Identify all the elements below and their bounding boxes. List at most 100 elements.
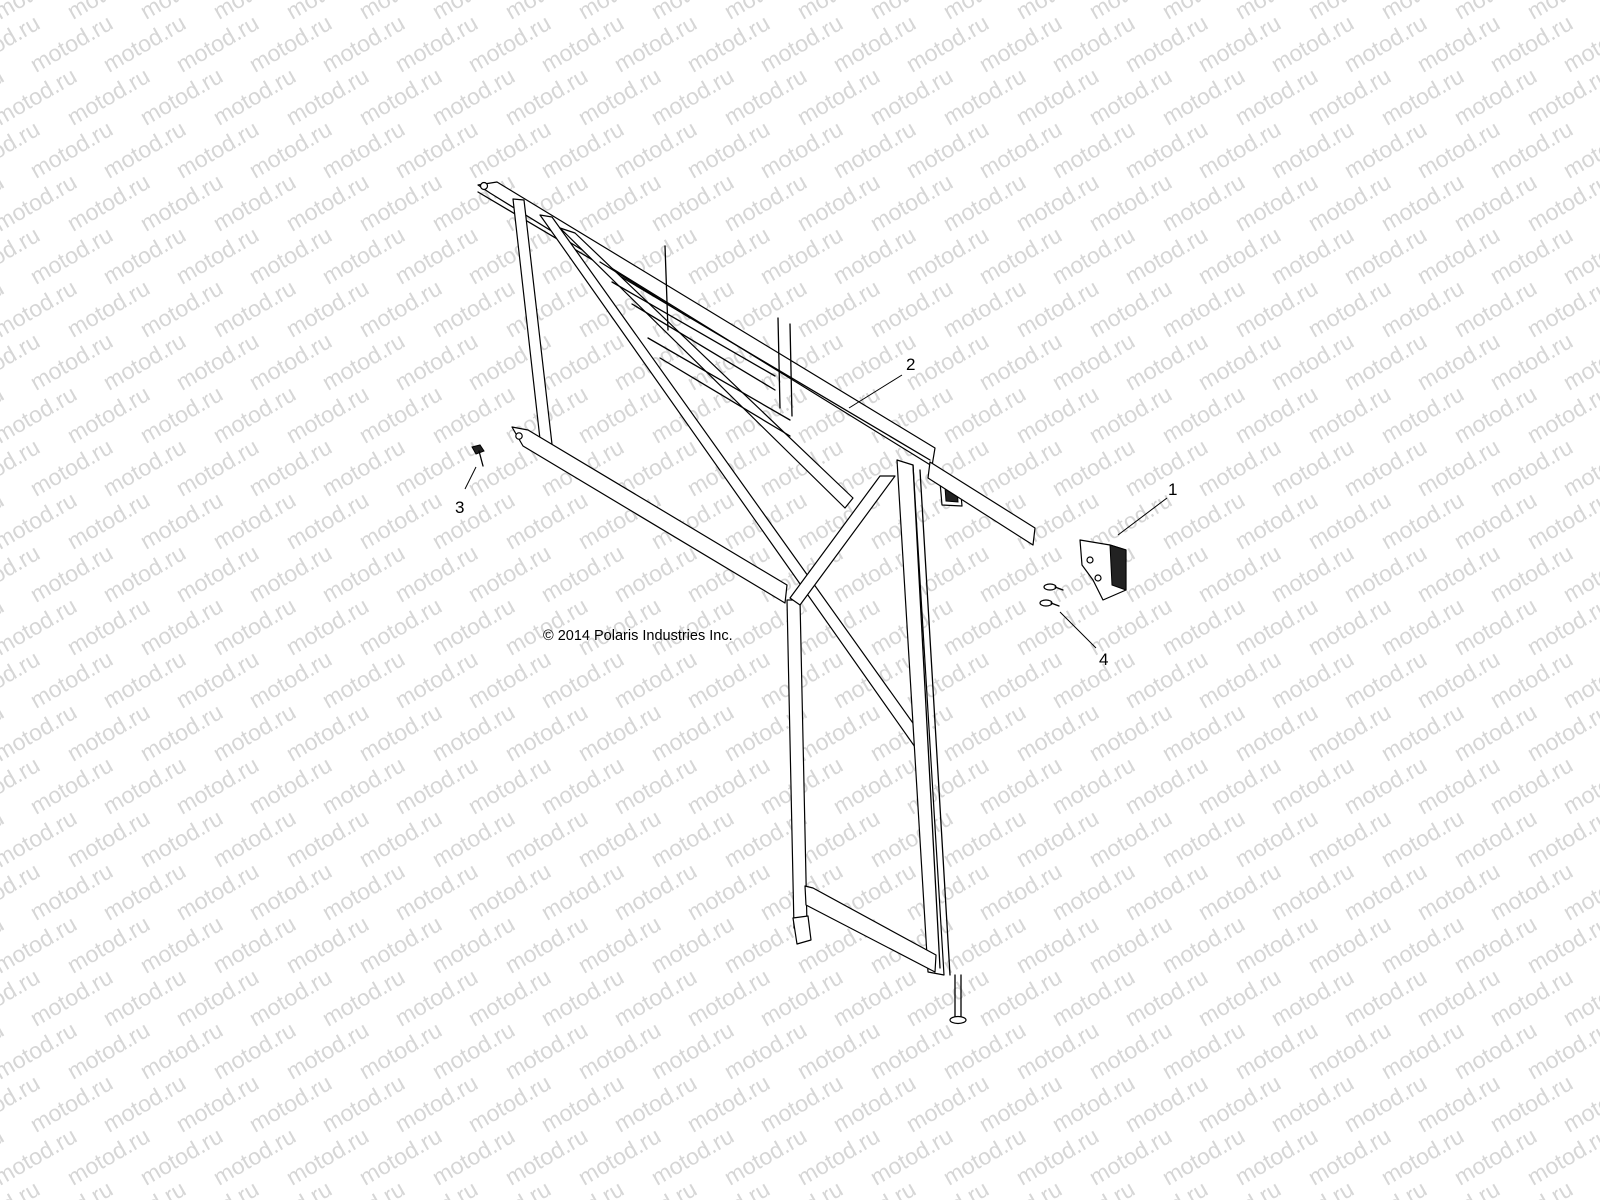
callout-2: 2 xyxy=(906,355,915,374)
watermark-text: motod.ru xyxy=(975,539,1067,607)
watermark-text: motod.ru xyxy=(975,327,1067,395)
watermark-text: motod.ru xyxy=(1194,539,1286,607)
watermark-text: motod.ru xyxy=(1121,1069,1213,1137)
watermark-text: motod.ru xyxy=(1121,539,1213,607)
watermark-text: motod.ru xyxy=(99,963,191,1031)
watermark-text: motod.ru xyxy=(975,751,1067,819)
watermark-text: motod.ru xyxy=(1413,963,1505,1031)
watermark-text: motod.ru xyxy=(1194,963,1286,1031)
watermark-text: motod.ru xyxy=(1340,433,1432,501)
watermark-text: motod.ru xyxy=(683,115,775,183)
watermark-text: motod.ru xyxy=(172,751,264,819)
watermark-text: motod.ru xyxy=(1194,221,1286,289)
watermark-text: motod.ru xyxy=(245,327,337,395)
watermark-text: motod.ru xyxy=(391,645,483,713)
watermark-text: motod.ru xyxy=(245,963,337,1031)
watermark-text: motod.ru xyxy=(318,9,410,77)
watermark-text: motod.ru xyxy=(1486,963,1578,1031)
watermark-text: motod.ru xyxy=(1267,857,1359,925)
watermark-text: motod.ru xyxy=(464,221,556,289)
watermark-text: motod.ru xyxy=(26,433,118,501)
watermark-text: motod.ru xyxy=(391,857,483,925)
watermark-text: motod.ru xyxy=(245,9,337,77)
watermark-text: motod.ru xyxy=(1267,115,1359,183)
watermark-text: motod.ru xyxy=(1486,433,1578,501)
watermark-text: motod.ru xyxy=(464,9,556,77)
watermark-text: motod.ru xyxy=(1413,327,1505,395)
watermark-text: motod.ru xyxy=(391,433,483,501)
watermark-text: motod.ru xyxy=(610,115,702,183)
bottom-pin-head xyxy=(949,1015,967,1025)
watermark-text: motod.ru xyxy=(318,751,410,819)
latch-part xyxy=(1079,539,1127,601)
watermark-text: motod.ru xyxy=(1194,115,1286,183)
watermark-text: motod.ru xyxy=(1267,221,1359,289)
watermark-text: motod.ru xyxy=(318,857,410,925)
watermark-text: motod.ru xyxy=(1267,433,1359,501)
watermark-text: motod.ru xyxy=(537,9,629,77)
watermark-text: motod.ru xyxy=(1413,539,1505,607)
diagonal-brace-upper xyxy=(559,227,854,509)
watermark-text: motod.ru xyxy=(1048,751,1140,819)
watermark-text: motod.ru xyxy=(1486,9,1578,77)
watermark-text: motod.ru xyxy=(1413,1069,1505,1137)
watermark-text: motod.ru xyxy=(391,115,483,183)
watermark-text: motod.ru xyxy=(391,963,483,1031)
watermark-text: motod.ru xyxy=(902,963,994,1031)
watermark-text: motod.ru xyxy=(464,857,556,925)
watermark-text: motod.ru xyxy=(975,433,1067,501)
watermark-text: motod.ru xyxy=(756,1069,848,1137)
watermark-text: motod.ru xyxy=(902,115,994,183)
watermark-text: motod.ru xyxy=(1194,645,1286,713)
watermark-text: motod.ru xyxy=(99,9,191,77)
watermark-text: motod.ru xyxy=(610,963,702,1031)
watermark-text: motod.ru xyxy=(245,751,337,819)
watermark-text: motod.ru xyxy=(26,963,118,1031)
watermark-text: motod.ru xyxy=(975,221,1067,289)
mount-bolt xyxy=(471,444,485,467)
watermark-text: motod.ru xyxy=(975,1069,1067,1137)
watermark-text: motod.ru xyxy=(26,751,118,819)
watermark-text: motod.ru xyxy=(1121,221,1213,289)
lower-left-rail xyxy=(511,426,788,604)
bottom-rail xyxy=(804,885,937,973)
watermark-text: motod.ru xyxy=(537,115,629,183)
watermark-text: motod.ru xyxy=(1121,9,1213,77)
watermark-text: motod.ru xyxy=(829,9,921,77)
watermark-text: motod.ru xyxy=(318,115,410,183)
watermark-text: motod.ru xyxy=(756,115,848,183)
watermark-text: motod.ru xyxy=(1267,1069,1359,1137)
watermark-text: motod.ru xyxy=(610,539,702,607)
watermark-text: motod.ru xyxy=(391,1069,483,1137)
watermark-text: motod.ru xyxy=(172,115,264,183)
lower-post-foot xyxy=(792,915,812,945)
watermark-text: motod.ru xyxy=(610,751,702,819)
watermark-text: motod.ru xyxy=(464,1069,556,1137)
watermark-text: motod.ru xyxy=(464,963,556,1031)
watermark-text: motod.ru xyxy=(26,539,118,607)
watermark-text: motod.ru xyxy=(318,327,410,395)
right-post xyxy=(896,459,945,976)
watermark-text: motod.ru xyxy=(1121,327,1213,395)
watermark-text: motod.ru xyxy=(1486,645,1578,713)
watermark-text: motod.ru xyxy=(464,539,556,607)
watermark-text: motod.ru xyxy=(99,539,191,607)
watermark-text: motod.ru xyxy=(610,9,702,77)
watermark-text: motod.ru xyxy=(99,327,191,395)
watermark-text: motod.ru xyxy=(318,221,410,289)
watermark-text: motod.ru xyxy=(902,221,994,289)
watermark-text: motod.ru xyxy=(537,645,629,713)
watermark-text: motod.ru xyxy=(245,221,337,289)
watermark-text: motod.ru xyxy=(318,963,410,1031)
top-rail-end-hole xyxy=(479,181,489,191)
watermark-text: motod.ru xyxy=(756,9,848,77)
watermark-text: motod.ru xyxy=(464,645,556,713)
watermark-text: motod.ru xyxy=(26,645,118,713)
watermark-text: motod.ru xyxy=(537,539,629,607)
leader-lines xyxy=(464,374,1168,649)
watermark-text: motod.ru xyxy=(1048,857,1140,925)
watermark-text: motod.ru xyxy=(172,645,264,713)
watermark-text: motod.ru xyxy=(172,327,264,395)
watermark-text: motod.ru xyxy=(1413,433,1505,501)
watermark-text: motod.ru xyxy=(683,857,775,925)
